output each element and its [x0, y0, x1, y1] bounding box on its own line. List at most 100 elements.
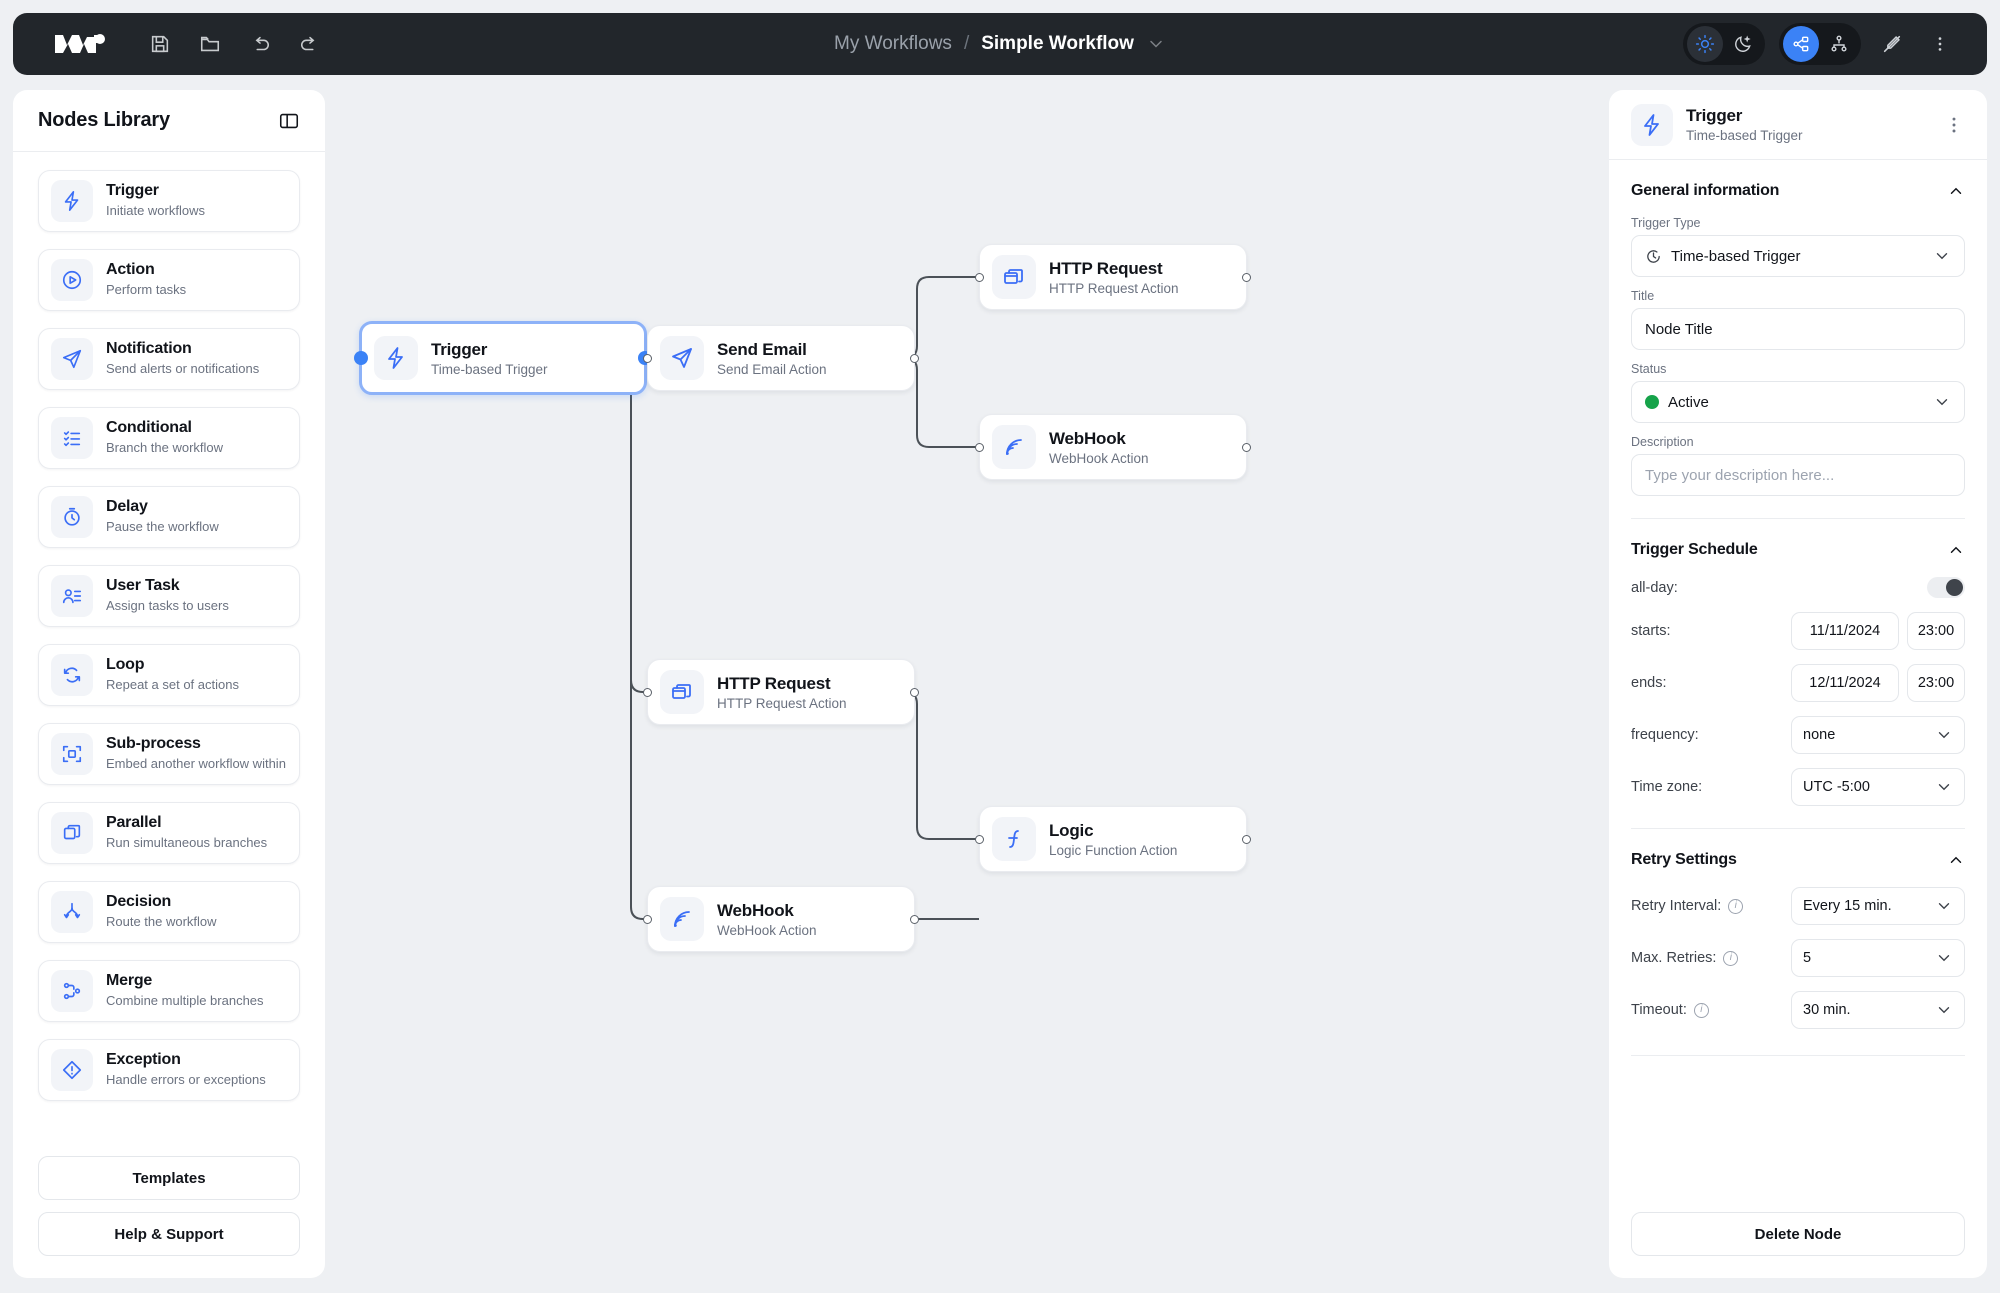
brand-logo[interactable] [53, 31, 109, 57]
node-input-handle[interactable] [354, 351, 368, 365]
node-output-handle[interactable] [910, 687, 919, 697]
edit-off-button[interactable] [1875, 27, 1909, 61]
ends-time-input[interactable]: 23:00 [1907, 664, 1965, 702]
library-node-subtitle: Pause the workflow [106, 518, 219, 534]
open-folder-icon[interactable] [199, 33, 221, 55]
library-node-subtitle: Branch the workflow [106, 439, 224, 455]
node-input-handle[interactable] [975, 834, 984, 844]
starts-row: starts: 11/11/2024 23:00 [1631, 612, 1965, 650]
node-output-handle[interactable] [910, 353, 919, 363]
stopwatch-icon [51, 496, 93, 538]
breadcrumb-parent[interactable]: My Workflows [834, 33, 952, 54]
title-input[interactable]: Node Title [1631, 308, 1965, 350]
redo-icon[interactable] [299, 33, 321, 55]
allday-toggle[interactable] [1927, 577, 1965, 598]
flow-node-title: Trigger [431, 339, 488, 359]
breadcrumb: My Workflows / Simple Workflow [13, 13, 1987, 75]
tree-layout-button[interactable] [1821, 26, 1857, 62]
more-options-button[interactable] [1923, 27, 1957, 61]
section-trigger-schedule[interactable]: Trigger Schedule [1631, 519, 1965, 563]
light-mode-button[interactable] [1687, 26, 1723, 62]
sidebar-header: Nodes Library [13, 90, 325, 152]
clock-icon [1645, 248, 1662, 265]
node-output-handle[interactable] [1242, 834, 1251, 844]
info-icon[interactable]: i [1723, 950, 1739, 966]
library-node-title: Delay [106, 498, 148, 516]
status-select[interactable]: Active [1631, 381, 1965, 423]
starts-date-input[interactable]: 11/11/2024 [1791, 612, 1899, 650]
panel-header: Trigger Time-based Trigger [1609, 90, 1987, 160]
node-input-handle[interactable] [975, 442, 984, 452]
help-support-button[interactable]: Help & Support [38, 1212, 300, 1256]
section-title: General information [1631, 182, 1780, 199]
templates-button[interactable]: Templates [38, 1156, 300, 1200]
free-layout-button[interactable] [1783, 26, 1819, 62]
node-output-handle[interactable] [910, 914, 919, 924]
section-general-information[interactable]: General information [1631, 160, 1965, 204]
retry-interval-row: Retry Interval: i Every 15 min. [1631, 887, 1965, 925]
window-icon [992, 255, 1036, 299]
node-output-handle[interactable] [1242, 272, 1251, 282]
frequency-select[interactable]: none [1791, 716, 1965, 754]
trigger-type-select[interactable]: Time-based Trigger [1631, 235, 1965, 277]
chevron-down-icon [1936, 399, 1948, 406]
info-icon[interactable]: i [1728, 898, 1744, 914]
flow-node-subtitle: HTTP Request Action [717, 695, 847, 711]
node-input-handle[interactable] [643, 914, 652, 924]
chevron-down-icon [1938, 903, 1950, 910]
kebab-menu-icon[interactable] [1943, 114, 1965, 136]
description-input[interactable]: Type your description here... [1631, 454, 1965, 496]
panel-collapse-icon[interactable] [278, 110, 300, 132]
max-retries-select[interactable]: 5 [1791, 939, 1965, 977]
node-output-handle[interactable] [1242, 442, 1251, 452]
panel-footer: Delete Node [1609, 1212, 1987, 1278]
chevron-up-icon [1950, 856, 1962, 863]
timeout-value: 30 min. [1803, 1002, 1851, 1018]
undo-icon[interactable] [249, 33, 271, 55]
delete-node-button[interactable]: Delete Node [1631, 1212, 1965, 1256]
retry-interval-select[interactable]: Every 15 min. [1791, 887, 1965, 925]
node-input-handle[interactable] [643, 353, 652, 363]
timezone-select[interactable]: UTC -5:00 [1791, 768, 1965, 806]
save-icon[interactable] [149, 33, 171, 55]
timezone-value: UTC -5:00 [1803, 779, 1870, 795]
section-retry-settings[interactable]: Retry Settings [1631, 829, 1965, 873]
section-title: Trigger Schedule [1631, 541, 1758, 558]
starts-time-input[interactable]: 23:00 [1907, 612, 1965, 650]
dark-mode-button[interactable] [1725, 26, 1761, 62]
ends-date-input[interactable]: 12/11/2024 [1791, 664, 1899, 702]
chevron-up-icon [1950, 187, 1962, 194]
info-icon[interactable]: i [1693, 1002, 1709, 1018]
node-input-handle[interactable] [975, 272, 984, 282]
top-toolbar: My Workflows / Simple Workflow [13, 13, 1987, 75]
chevron-down-icon[interactable] [1146, 34, 1166, 54]
bolt-icon [51, 180, 93, 222]
node-input-handle[interactable] [643, 687, 652, 697]
timeout-select[interactable]: 30 min. [1791, 991, 1965, 1029]
